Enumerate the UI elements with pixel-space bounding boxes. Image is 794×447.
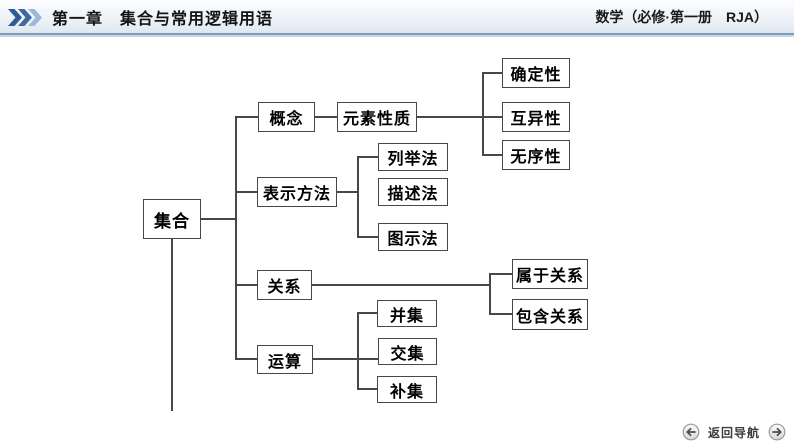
node-representation-methods: 表示方法 xyxy=(257,177,337,207)
node-operations: 运算 xyxy=(257,345,313,374)
connector-line xyxy=(235,116,237,360)
node-belonging-relation: 属于关系 xyxy=(512,259,588,289)
nav-forward-icon[interactable] xyxy=(768,423,786,441)
node-relations: 关系 xyxy=(257,270,312,300)
node-description-method: 描述法 xyxy=(378,178,448,206)
connector-line xyxy=(357,236,378,238)
footer-nav: 返回导航 xyxy=(682,423,786,441)
connector-line xyxy=(489,273,512,275)
connector-line xyxy=(235,284,257,286)
connector-line xyxy=(482,116,502,118)
nav-back-icon[interactable] xyxy=(682,423,700,441)
connector-line xyxy=(357,156,378,158)
node-intersection: 交集 xyxy=(378,338,437,365)
connector-line xyxy=(489,313,512,315)
connector-line xyxy=(482,154,502,156)
connector-line xyxy=(312,284,490,286)
node-element-properties: 元素性质 xyxy=(337,102,417,132)
node-determinacy: 确定性 xyxy=(502,58,570,88)
book-edition-label: 数学（必修·第一册 RJA） xyxy=(595,8,768,25)
nav-label[interactable]: 返回导航 xyxy=(707,425,760,440)
connector-line xyxy=(482,72,502,74)
node-distinctness: 互异性 xyxy=(502,102,570,132)
node-concept: 概念 xyxy=(258,102,315,132)
node-unorderedness: 无序性 xyxy=(502,140,570,170)
connector-line xyxy=(482,72,484,156)
connector-line xyxy=(313,358,378,360)
connector-line xyxy=(337,191,358,193)
connector-line xyxy=(235,358,257,360)
node-union: 并集 xyxy=(377,300,437,327)
connector-line xyxy=(357,312,359,390)
connector-line xyxy=(357,156,359,237)
connector-line xyxy=(357,312,377,314)
slide-header: 第一章 集合与常用逻辑用语 数学（必修·第一册 RJA） xyxy=(0,0,794,37)
node-set: 集合 xyxy=(143,199,201,239)
chapter-title: 第一章 集合与常用逻辑用语 xyxy=(52,10,274,28)
connector-line xyxy=(489,273,491,315)
node-complement: 补集 xyxy=(377,376,437,403)
connector-line xyxy=(235,191,257,193)
node-diagram-method: 图示法 xyxy=(378,223,448,251)
connector-line xyxy=(235,116,258,118)
connector-line xyxy=(357,388,377,390)
connector-line xyxy=(417,116,483,118)
node-listing-method: 列举法 xyxy=(378,143,448,171)
node-inclusion-relation: 包含关系 xyxy=(512,299,588,330)
connector-line xyxy=(315,116,337,118)
connector-line xyxy=(171,239,173,411)
connector-line xyxy=(201,218,236,220)
triple-chevron-icon xyxy=(8,9,42,26)
